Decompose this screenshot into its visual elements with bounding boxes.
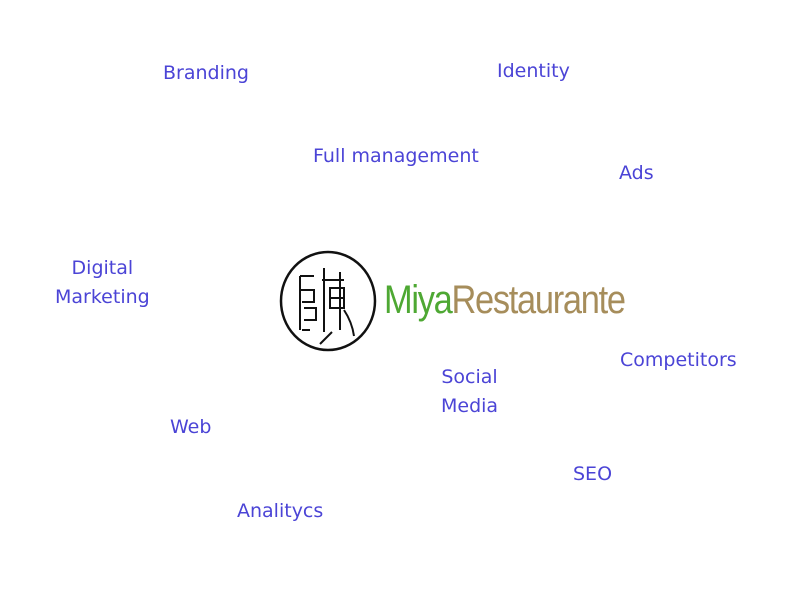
logo-text-miya: Miya [384, 278, 453, 322]
keyword-digital-line1: Digital [71, 257, 134, 279]
keyword-seo[interactable]: SEO [573, 463, 613, 485]
restaurant-logo: MiyaRestaurante [278, 250, 626, 354]
logo-text-restaurante: Restaurante [451, 278, 626, 322]
logo-text: MiyaRestaurante [384, 278, 626, 323]
keyword-social-line1: Social [441, 366, 498, 388]
keyword-social-line2: Media [441, 395, 499, 417]
keyword-social-media[interactable]: Social Media [441, 363, 498, 421]
keyword-analytics[interactable]: Analitycs [237, 500, 324, 522]
keyword-competitors[interactable]: Competitors [620, 349, 737, 371]
keyword-digital-marketing[interactable]: Digital Marketing [55, 254, 150, 312]
seal-icon [279, 250, 377, 352]
keyword-identity[interactable]: Identity [497, 60, 570, 82]
keyword-ads[interactable]: Ads [619, 162, 654, 184]
keyword-full-management[interactable]: Full management [313, 145, 479, 167]
keyword-digital-line2: Marketing [55, 286, 150, 308]
keyword-web[interactable]: Web [170, 416, 212, 438]
keyword-branding[interactable]: Branding [163, 62, 249, 84]
